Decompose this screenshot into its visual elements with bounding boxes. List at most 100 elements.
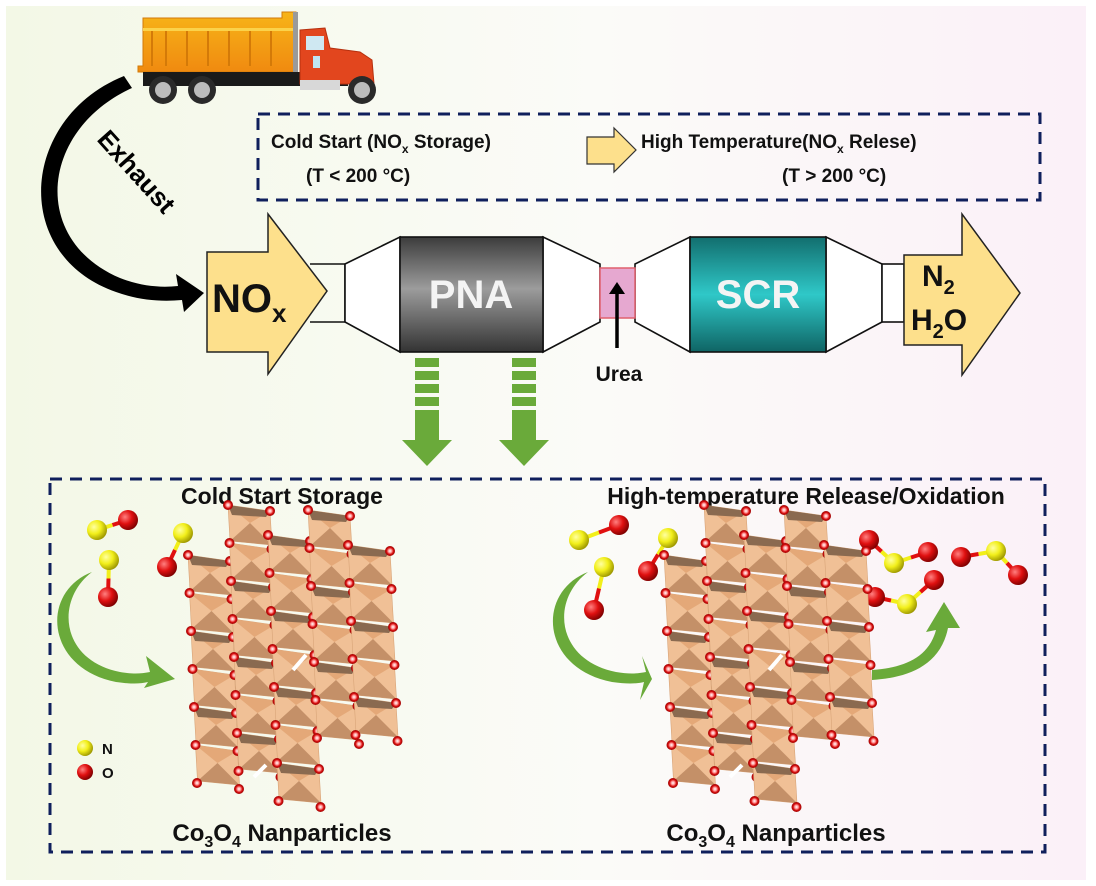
polyhedron-face (276, 705, 318, 727)
cold-line1-pre: Cold Start (NO (271, 132, 402, 153)
oxygen-atom (183, 550, 193, 560)
oxygen-atom (826, 730, 837, 740)
polyhedron-face (234, 637, 277, 659)
polyhedron-face (791, 700, 834, 718)
polyhedron-face (197, 763, 240, 785)
polyhedron-face (270, 553, 312, 575)
polyhedron-face (354, 677, 397, 699)
polyhedron-face (274, 667, 317, 689)
polyhedron-face (277, 743, 320, 765)
oxygen-atom (389, 660, 400, 670)
nitrogen-atom (173, 523, 193, 543)
conditions-box (256, 112, 1042, 202)
oxygen-atom (272, 758, 282, 768)
oxygen-atom (660, 588, 671, 598)
channel (767, 653, 784, 672)
polyhedron-face (351, 601, 394, 623)
polyhedron-face (666, 573, 708, 595)
polyhedron-face (356, 715, 398, 737)
polyhedron-shadow (311, 586, 353, 598)
polyhedron-shadow (710, 657, 752, 669)
urea-arrow-icon (609, 282, 625, 348)
oxygen-atom (700, 538, 711, 548)
oxygen-atom (865, 660, 876, 670)
pna-label: PNA (429, 273, 513, 317)
polyhedron-face (832, 715, 874, 737)
polyhedron-face (671, 745, 714, 763)
polyhedron-shadow (747, 611, 789, 623)
oxygen-atom (748, 758, 758, 768)
oxygen-atom (385, 546, 395, 556)
oxygen-atom (862, 584, 873, 594)
oxygen-atom (186, 626, 196, 636)
polyhedron-face (751, 725, 794, 743)
oxygen-atom (349, 692, 359, 702)
nitrogen-atom (986, 541, 1006, 561)
oxygen-atom (266, 606, 276, 616)
polyhedron-shadow (237, 733, 279, 745)
polyhedron-face (749, 629, 791, 651)
nitrogen-atom (897, 594, 917, 614)
oxygen-atom (749, 796, 760, 806)
oxygen-atom (269, 682, 279, 692)
oxygen-atom (187, 664, 198, 674)
oxygen-atom (786, 695, 797, 705)
polyhedron-face (232, 619, 275, 637)
polyhedron-shadow (228, 505, 270, 517)
oxygen-atom (304, 543, 315, 553)
polyhedron-face (314, 642, 357, 664)
polyhedron-face (750, 667, 793, 689)
scr-unit (689, 236, 827, 353)
polyhedron-face (236, 675, 278, 697)
polyhedron-face (665, 593, 708, 611)
oxygen-atom (864, 622, 874, 632)
polyhedron-face (830, 677, 873, 699)
polyhedron-face (747, 591, 790, 613)
oxygen-atom (710, 784, 720, 794)
polyhedron-face (785, 548, 828, 566)
pna-detail-arrows (402, 358, 549, 466)
oxygen-atom (1008, 565, 1028, 585)
arrow-stripe (415, 371, 439, 380)
oxygen-atom (312, 733, 322, 743)
polyhedron-face (312, 624, 355, 642)
oxygen-atom (309, 657, 319, 667)
high-temperature-condition: High Temperature(NOx Relese) (T > 200 °C… (641, 132, 917, 187)
green-down-arrow (499, 358, 549, 466)
cold-temperature: (T < 200 °C) (306, 166, 410, 187)
polyhedron-face (189, 593, 232, 611)
cold-line1-post: Storage) (409, 132, 491, 153)
polyhedron-face (231, 561, 274, 583)
channel (728, 763, 744, 779)
polyhedron-face (353, 639, 395, 661)
legend: N O (77, 740, 114, 782)
oxygen-atom (819, 540, 829, 550)
oxygen-atom (315, 802, 326, 812)
right-adsorption-arrow (552, 572, 652, 700)
oxygen-atom (388, 622, 398, 632)
polyhedron-face (712, 675, 754, 697)
arrow-stem (415, 410, 439, 440)
polyhedron-shadow (314, 662, 356, 674)
oxygen-atom (267, 644, 278, 654)
arrow-stem (512, 410, 536, 440)
polyhedron-shadow (308, 510, 350, 522)
oxygen-atom (780, 543, 791, 553)
polyhedron-shadow (830, 697, 872, 709)
polyhedron-face (787, 566, 830, 588)
oxygen-atom (265, 506, 275, 516)
polyhedron-shadow (827, 621, 869, 633)
oxygen-atom (386, 584, 397, 594)
co3o4-crystal-left (183, 500, 403, 812)
polyhedron-face (237, 713, 280, 735)
polyhedron-face (705, 543, 748, 561)
svg-text:High Temperature(NOx Relese): High Temperature(NOx Relese) (641, 132, 917, 156)
polyhedron-face (672, 725, 714, 747)
oxygen-atom (782, 581, 792, 591)
oxygen-atom (740, 568, 751, 578)
polyhedron-face (825, 583, 868, 601)
oxygen-atom (705, 652, 715, 662)
arrow-head (402, 440, 452, 466)
polyhedron-face (790, 642, 833, 664)
left-panel-caption: Co3O4 Nanparticles (172, 820, 391, 851)
